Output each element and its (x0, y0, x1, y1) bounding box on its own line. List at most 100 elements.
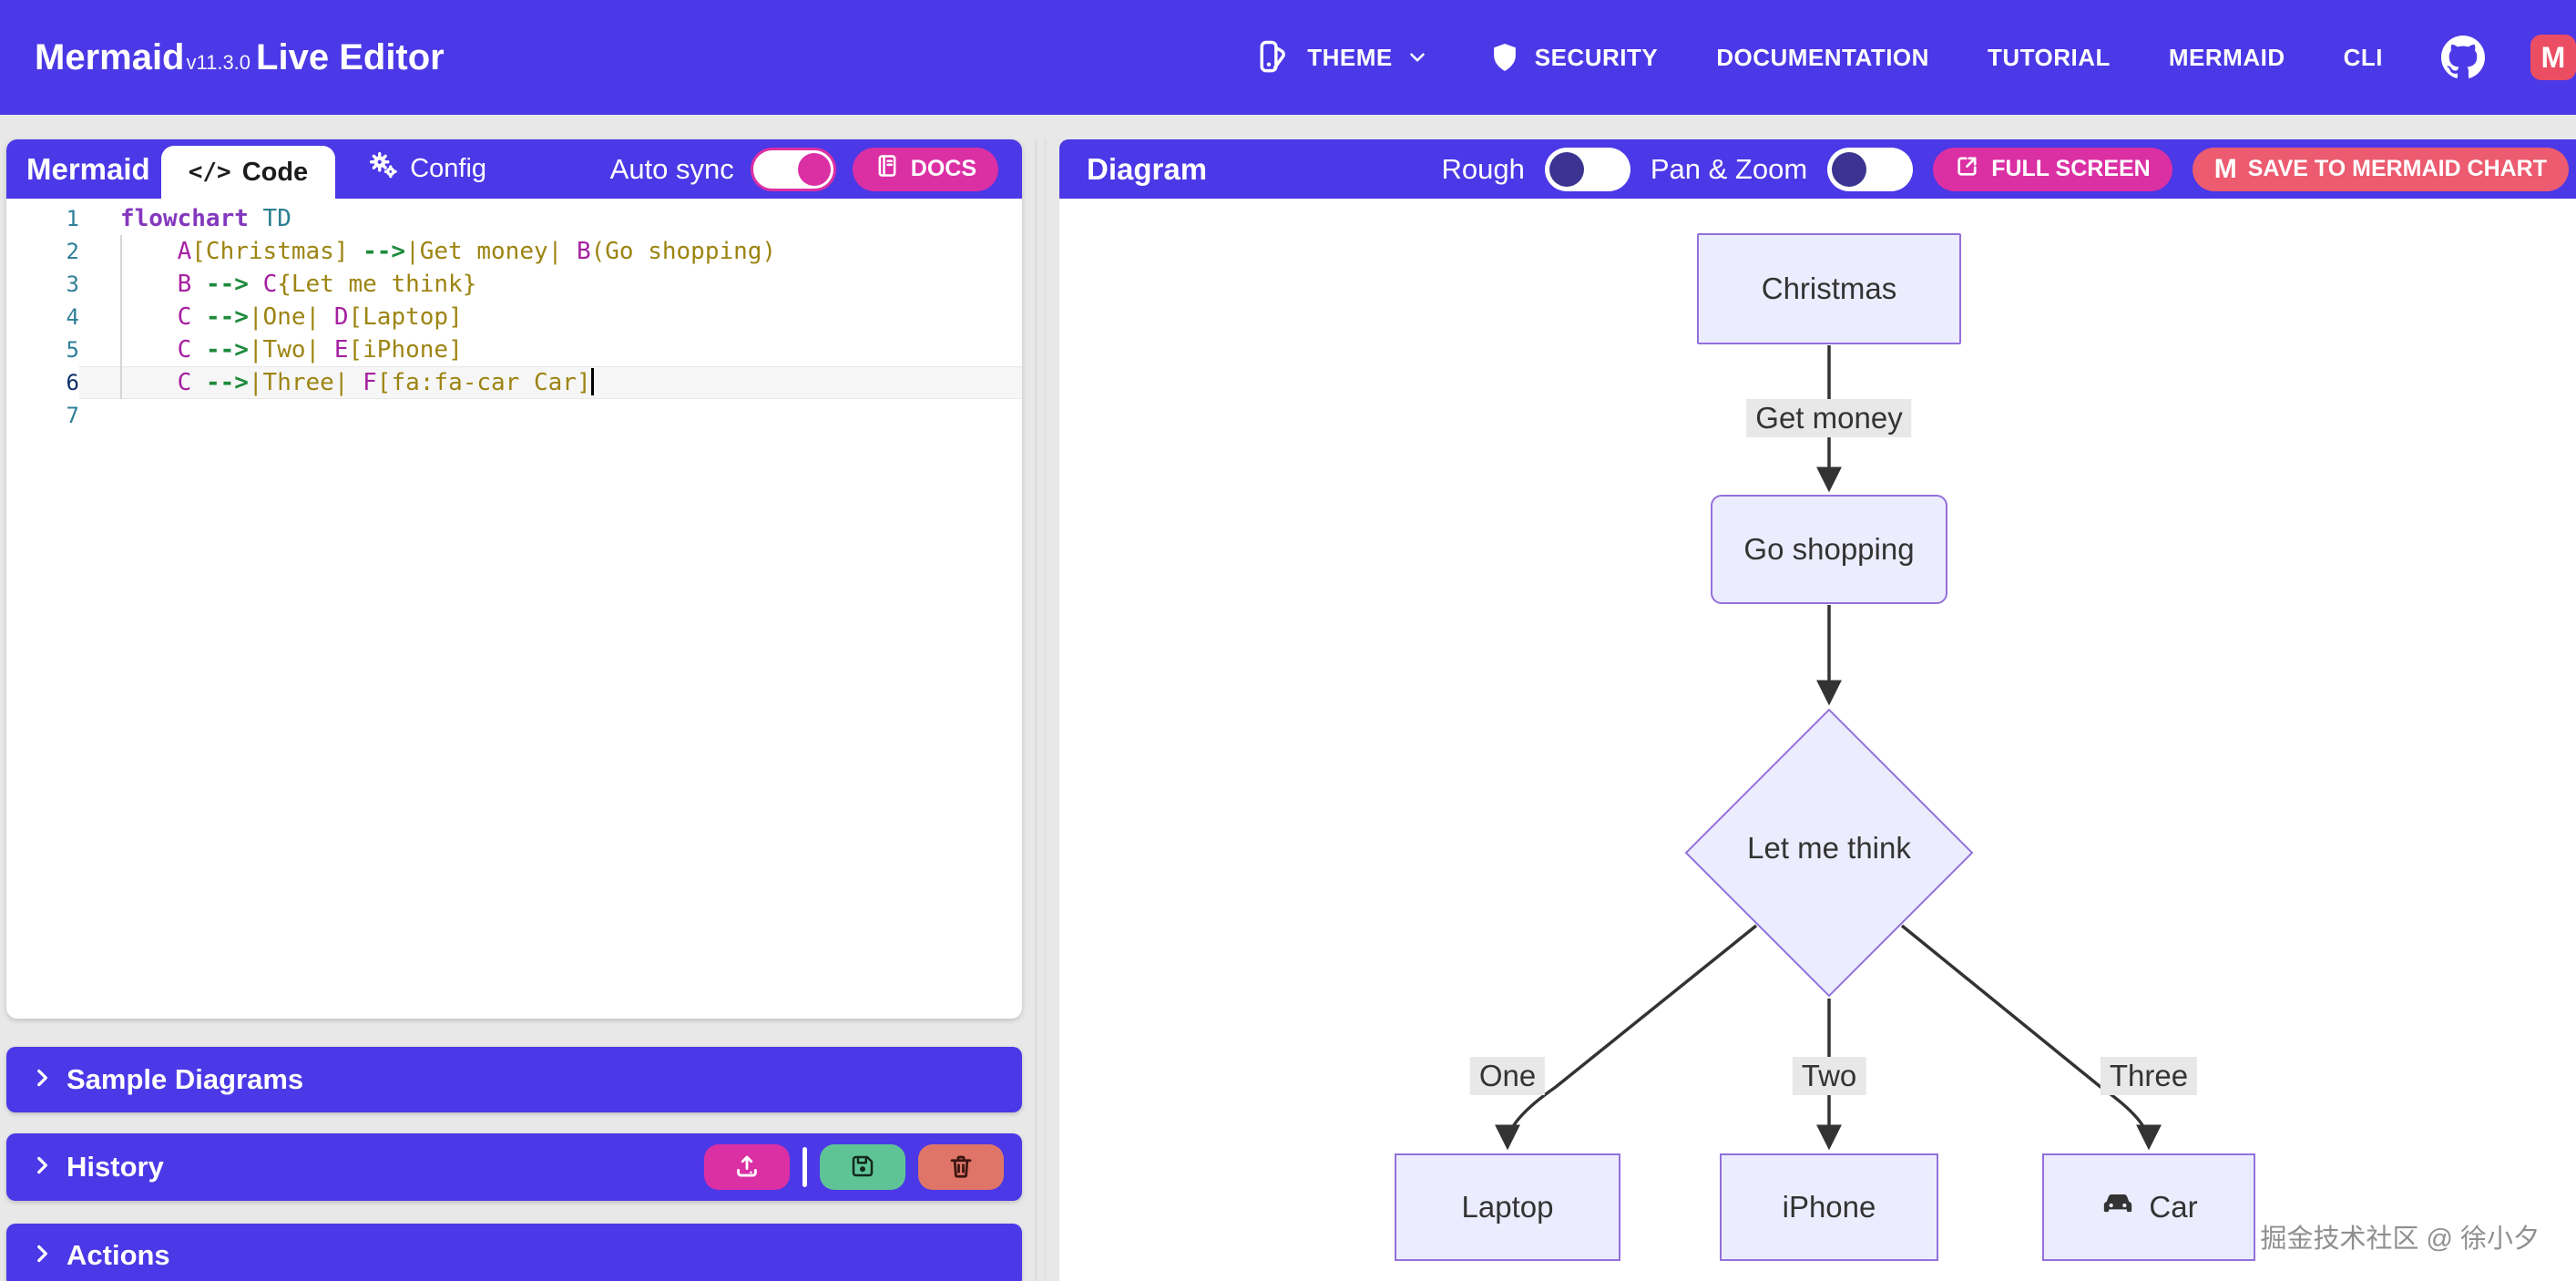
editor-panel: Mermaid </> Code Config Auto sync (6, 139, 1022, 1019)
delete-history-button[interactable] (918, 1144, 1004, 1190)
nav-mermaid-label: MERMAID (2168, 43, 2285, 71)
nav-documentation-label: DOCUMENTATION (1716, 43, 1929, 71)
line-number: 4 (66, 304, 79, 330)
history-label: History (66, 1151, 164, 1183)
nav-theme[interactable]: THEME (1254, 37, 1429, 77)
node-label: Go shopping (1743, 532, 1915, 566)
line-text: C -->|Two| E[iPhone] (177, 336, 463, 364)
tab-config-label: Config (410, 154, 487, 183)
node-label: Laptop (1461, 1190, 1554, 1224)
edge-label-one: One (1469, 1057, 1546, 1095)
flowchart-node-car: Car (2042, 1153, 2255, 1261)
diagram-header-actions: Rough Pan & Zoom FULL SCREEN M SAVE TO M… (1441, 147, 2569, 191)
code-line-2[interactable]: 2 A[Christmas] -->|Get money| B(Go shopp… (6, 235, 1022, 268)
docs-button-label: DOCS (910, 156, 976, 181)
toggle-knob (1832, 151, 1867, 187)
flowchart-node-laptop: Laptop (1395, 1153, 1620, 1261)
editor-panel-title: Mermaid (26, 151, 150, 186)
line-number: 3 (66, 272, 79, 297)
github-icon[interactable] (2441, 36, 2485, 79)
edge-label-two: Two (1792, 1057, 1866, 1095)
mermaid-chart-logo-letter: M (2540, 40, 2566, 74)
editor-header-actions: Auto sync DOCS (609, 147, 998, 191)
chevron-down-icon (1406, 46, 1429, 69)
line-text: flowchart TD (120, 205, 291, 232)
tab-code[interactable]: </> Code (160, 146, 336, 199)
brand-version: v11.3.0 (186, 50, 251, 74)
chevron-right-icon (30, 1066, 54, 1094)
nav-cli[interactable]: CLI (2344, 44, 2383, 72)
line-text: B --> C{Let me think} (177, 271, 477, 298)
code-line-5[interactable]: 5 C -->|Two| E[iPhone] (6, 333, 1022, 366)
tab-config[interactable]: Config (368, 150, 486, 189)
flowchart-node-iphone: iPhone (1720, 1153, 1938, 1261)
actions-accordion[interactable]: Actions (6, 1224, 1022, 1281)
nav-theme-label: THEME (1307, 43, 1393, 71)
app-brand: Mermaid v11.3.0 Live Editor (35, 37, 445, 78)
edge-label-get-money: Get money (1746, 399, 1912, 437)
pan-zoom-toggle[interactable] (1827, 147, 1914, 191)
editor-header: Mermaid </> Code Config Auto sync (6, 139, 1022, 199)
nav-mermaid[interactable]: MERMAID (2169, 44, 2285, 72)
top-navigation-bar: Mermaid v11.3.0 Live Editor THEME (0, 0, 2576, 115)
mermaid-chart-logo[interactable]: M (2530, 35, 2576, 80)
history-accordion[interactable]: History (6, 1133, 1022, 1201)
nav-documentation[interactable]: DOCUMENTATION (1716, 44, 1929, 72)
brand-name: Mermaid (35, 36, 185, 77)
save-to-mermaid-chart-button[interactable]: M SAVE TO MERMAID CHART (2192, 147, 2569, 191)
flowchart-node-go-shopping: Go shopping (1711, 495, 1947, 604)
nav-security-label: SECURITY (1534, 43, 1659, 71)
shield-icon (1487, 40, 1522, 75)
panel-resize-handle[interactable] (1022, 139, 1059, 1281)
code-line-6[interactable]: 6 C -->|Three| F[fa:fa-car Car] (6, 366, 1022, 399)
pan-zoom-label: Pan & Zoom (1650, 152, 1808, 185)
rough-toggle[interactable] (1544, 147, 1630, 191)
nav-tutorial-label: TUTORIAL (1987, 43, 2111, 71)
code-icon: </> (188, 159, 231, 186)
brand-suffix: Live Editor (256, 36, 445, 77)
line-number: 5 (66, 337, 79, 363)
line-number: 2 (66, 239, 79, 264)
chevron-right-icon (30, 1153, 54, 1182)
code-line-4[interactable]: 4 C -->|One| D[Laptop] (6, 301, 1022, 333)
save-history-button[interactable] (820, 1144, 905, 1190)
edge-label-three: Three (2100, 1057, 2198, 1095)
palette-icon (1254, 37, 1294, 77)
history-buttons (704, 1144, 1004, 1190)
auto-sync-label: Auto sync (609, 152, 734, 185)
gears-icon (368, 150, 399, 189)
line-text: A[Christmas] -->|Get money| B(Go shoppin… (177, 238, 777, 265)
flowchart-node-christmas: Christmas (1697, 233, 1961, 344)
sample-diagrams-accordion[interactable]: Sample Diagrams (6, 1047, 1022, 1112)
tab-code-label: Code (241, 157, 309, 187)
actions-label: Actions (66, 1239, 170, 1271)
node-label: Christmas (1761, 272, 1897, 305)
full-screen-button[interactable]: FULL SCREEN (1933, 147, 2172, 191)
full-screen-label: FULL SCREEN (1991, 156, 2151, 181)
rough-label: Rough (1441, 152, 1525, 185)
upload-history-button[interactable] (704, 1144, 790, 1190)
mermaid-chart-icon: M (2213, 153, 2237, 184)
line-text: C -->|One| D[Laptop] (177, 303, 463, 331)
top-nav: THEME SECURITY DOCUMENTATION TUTORIAL ME… (1254, 35, 2576, 80)
auto-sync-toggle[interactable] (750, 147, 836, 191)
save-to-mermaid-chart-label: SAVE TO MERMAID CHART (2247, 156, 2547, 181)
nav-cli-label: CLI (2343, 43, 2383, 71)
code-line-7[interactable]: 7 (6, 399, 1022, 432)
trash-icon (947, 1153, 975, 1183)
nav-security[interactable]: SECURITY (1487, 40, 1658, 75)
external-link-icon (1955, 153, 1980, 185)
node-label: iPhone (1782, 1190, 1876, 1224)
nav-tutorial[interactable]: TUTORIAL (1988, 44, 2111, 72)
button-separator (802, 1147, 807, 1187)
sample-diagrams-label: Sample Diagrams (66, 1063, 304, 1095)
text-cursor (590, 368, 594, 395)
node-label: Car (2149, 1190, 2198, 1224)
line-number: 7 (66, 403, 79, 428)
docs-button[interactable]: DOCS (852, 147, 998, 191)
code-line-3[interactable]: 3 B --> C{Let me think} (6, 268, 1022, 301)
chevron-right-icon (30, 1242, 54, 1270)
